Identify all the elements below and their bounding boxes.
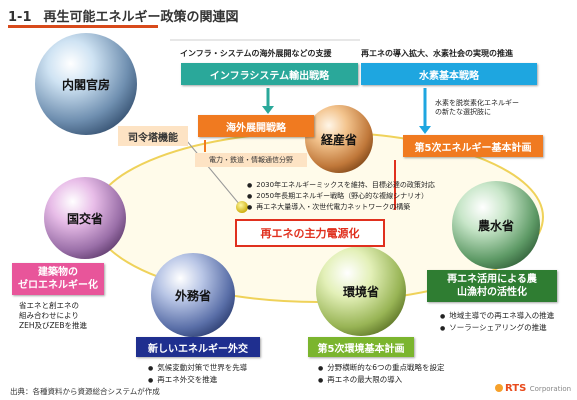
cabinet-label: 内閣官房	[61, 77, 110, 92]
cabinet-sphere: 内閣官房	[34, 32, 138, 136]
hydrogen-strategy-box: 水素基本戦略	[361, 63, 537, 85]
rts-logo: RTS Corporation	[495, 383, 571, 394]
decarbon-note: 水素を脱炭素化エネルギー の新たな選択肢に	[435, 99, 519, 117]
decarbon-line-2: の新たな選択肢に	[435, 108, 491, 116]
zeb-box: 建築物の ゼロエネルギー化	[12, 263, 104, 295]
env-plan-box: 第5次環境基本計画	[308, 337, 414, 357]
meti-sphere: 経産省	[304, 104, 374, 174]
sectors-note: 電力・鉄道・情報通信分野	[195, 153, 307, 167]
moe-bullet: 再エネの最大限の導入	[318, 374, 445, 386]
infra-support-note: インフラ・システムの海外展開などの支援	[180, 49, 332, 58]
zeh-line-3: ZEH及びZEBを推進	[19, 321, 88, 330]
decarbon-line-1: 水素を脱炭素化エネルギー	[435, 99, 519, 107]
center-bullet: 2030年エネルギーミックスを維持、目標必達の政策対応	[247, 180, 435, 191]
logo-text: RTS	[505, 383, 527, 394]
main-power-box: 再エネの主力電源化	[235, 219, 385, 247]
zeb-line-1: 建築物の	[38, 267, 78, 278]
zeh-note: 省エネと創エネの 組み合わせにより ZEH及びZEBを推進	[19, 301, 87, 331]
center-bullets: 2030年エネルギーミックスを維持、目標必達の政策対応 2050年長期エネルギー…	[247, 180, 435, 213]
logo-mark-icon	[495, 384, 503, 392]
logo-subtext: Corporation	[529, 385, 572, 393]
mofa-label: 外務省	[174, 288, 211, 303]
center-bullet: 再エネ大量導入・次世代電力ネットワークの構築	[247, 202, 435, 213]
hydrogen-note: 再エネの導入拡大、水素社会の実現の推進	[361, 49, 513, 58]
moe-bullets: 分野横断的な6つの重点戦略を設定 再エネの最大限の導入	[318, 362, 445, 386]
title-underline	[8, 25, 158, 28]
title-text: 再生可能エネルギー政策の関連図	[43, 10, 239, 25]
meti-label: 経産省	[320, 132, 357, 147]
mofa-bullet: 気候変動対策で世界を先導	[148, 362, 247, 374]
moe-sphere: 環境省	[315, 245, 407, 337]
source-note: 出典：各種資料から資源総合システムが作成	[10, 387, 160, 396]
agri-line-2: 山漁村の活性化	[457, 287, 527, 298]
maff-label: 農水省	[477, 218, 514, 233]
moe-bullet: 分野横断的な6つの重点戦略を設定	[318, 362, 444, 374]
page-title: 1-1 再生可能エネルギー政策の関連図	[8, 6, 239, 25]
center-bullet: 2050年長期エネルギー戦略（野心的な複線シナリオ）	[247, 191, 435, 202]
overseas-strategy-box: 海外展開戦略	[198, 115, 314, 137]
mlit-label: 国交省	[66, 211, 103, 226]
agri-line-1: 再エネ活用による農	[447, 274, 537, 285]
agri-bullet: ソーラーシェアリングの推進	[440, 322, 554, 334]
agri-bullet: 地域主導での再エネ導入の推進	[440, 310, 554, 322]
mofa-sphere: 外務省	[150, 252, 236, 338]
agri-box: 再エネ活用による農 山漁村の活性化	[427, 270, 557, 302]
command-function-box: 司令塔機能	[118, 126, 188, 146]
moe-label: 環境省	[342, 284, 379, 299]
energy-plan-box: 第5次エネルギー基本計画	[403, 135, 543, 157]
zeh-line-2: 組み合わせにより	[19, 311, 79, 320]
section-number: 1-1	[8, 10, 32, 25]
mlit-sphere: 国交省	[43, 176, 127, 260]
agri-bullets: 地域主導での再エネ導入の推進 ソーラーシェアリングの推進	[440, 310, 554, 334]
zeb-line-2: ゼロエネルギー化	[18, 280, 98, 291]
mofa-bullets: 気候変動対策で世界を先導 再エネ外交を推進	[148, 362, 247, 386]
mofa-bullet: 再エネ外交を推進	[148, 374, 247, 386]
maff-sphere: 農水省	[451, 180, 541, 270]
zeh-line-1: 省エネと創エネの	[19, 301, 79, 310]
diplomacy-box: 新しいエネルギー外交	[136, 337, 260, 357]
infra-export-box: インフラシステム輸出戦略	[181, 63, 358, 85]
